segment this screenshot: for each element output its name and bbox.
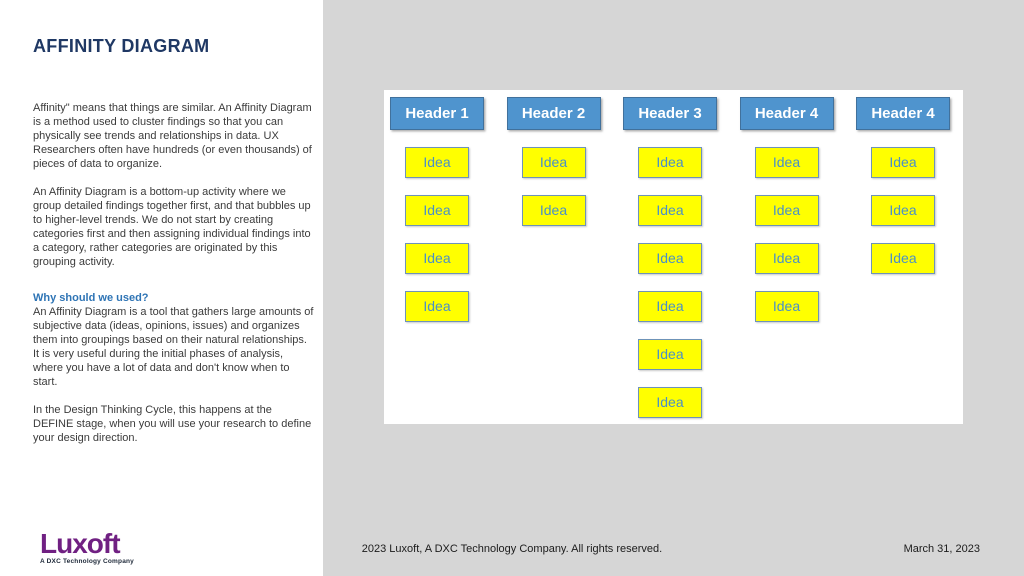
idea-box: Idea	[638, 243, 702, 274]
paragraph-intro: Affinity" means that things are similar.…	[33, 102, 312, 170]
idea-box: Idea	[521, 195, 586, 226]
page-title: AFFINITY DIAGRAM	[33, 36, 210, 56]
header-box: Header 3	[623, 97, 717, 130]
idea-box: Idea	[638, 291, 702, 322]
paragraph-bottom-up: An Affinity Diagram is a bottom-up activ…	[33, 186, 311, 268]
paragraph-design-thinking: In the Design Thinking Cycle, this happe…	[33, 404, 312, 444]
idea-box: Idea	[405, 291, 469, 322]
luxoft-logo-wordmark: Luxoft	[40, 528, 121, 559]
idea-box: Idea	[405, 147, 469, 178]
idea-box: Idea	[638, 387, 702, 418]
header-box: Header 4	[739, 97, 834, 130]
paragraph-why-used: An Affinity Diagram is a tool that gathe…	[33, 306, 314, 388]
idea-box: Idea	[638, 339, 702, 370]
idea-box: Idea	[754, 195, 819, 226]
footer-date: March 31, 2023	[903, 543, 980, 555]
idea-box: Idea	[405, 243, 469, 274]
header-box: Header 1	[390, 97, 484, 130]
header-box: Header 4	[856, 97, 950, 130]
idea-box: Idea	[871, 243, 935, 274]
idea-box: Idea	[521, 147, 586, 178]
text-panel: Affinity" means that things are similar.…	[33, 101, 315, 445]
luxoft-logo-tagline: A DXC Technology Company	[40, 558, 135, 565]
idea-box: Idea	[754, 147, 819, 178]
footer-copyright: 2023 Luxoft, A DXC Technology Company. A…	[361, 543, 663, 555]
idea-box: Idea	[871, 147, 935, 178]
luxoft-logo: Luxoft A DXC Technology Company	[40, 528, 135, 566]
idea-box: Idea	[405, 195, 469, 226]
header-box: Header 2	[506, 97, 601, 130]
idea-box: Idea	[754, 291, 819, 322]
idea-box: Idea	[871, 195, 935, 226]
section-heading: Why should we used?	[33, 292, 149, 304]
idea-box: Idea	[754, 243, 819, 274]
idea-box: Idea	[638, 147, 702, 178]
idea-box: Idea	[638, 195, 702, 226]
